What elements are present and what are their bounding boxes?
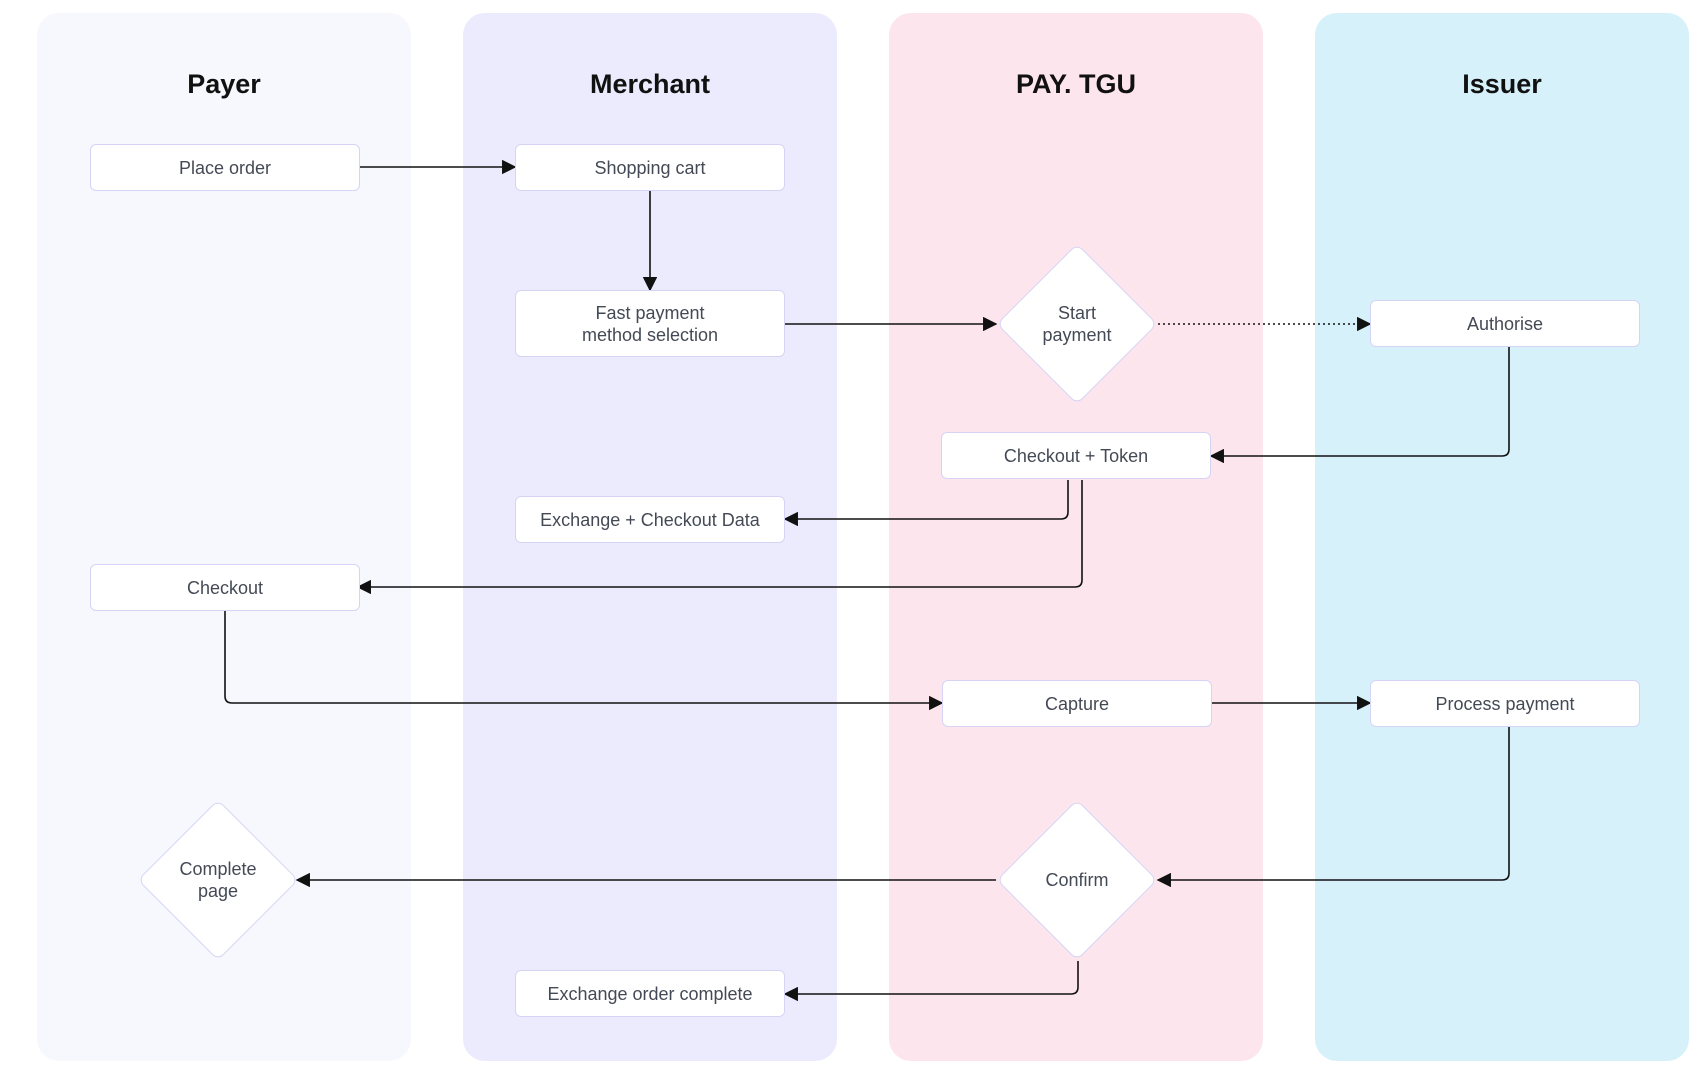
node-place-order-label: Place order (178, 157, 272, 178)
node-complete-page: Complete page (137, 799, 299, 961)
node-capture-label: Capture (1044, 693, 1110, 714)
node-shopping-cart-label: Shopping cart (594, 157, 706, 178)
lane-title-issuer: Issuer (1462, 69, 1542, 99)
node-process-payment-label: Process payment (1435, 693, 1575, 714)
node-checkout-token-label: Checkout + Token (1003, 445, 1149, 466)
lane-title-payer: Payer (187, 69, 261, 99)
node-authorise-label: Authorise (1466, 313, 1544, 334)
node-checkout-label: Checkout (186, 577, 264, 598)
edge-authorise-to-checkout-token (1209, 347, 1510, 464)
node-exchange-order-label: Exchange order complete (547, 983, 753, 1004)
edge-checkout-to-capture (224, 611, 944, 711)
node-fast-payment-method-selection: Fast payment method selection (515, 290, 785, 357)
node-shopping-cart: Shopping cart (515, 144, 785, 191)
node-capture: Capture (942, 680, 1212, 727)
node-complete-page-label: Complete page (179, 859, 257, 901)
node-confirm-label: Confirm (1045, 870, 1109, 890)
lane-issuer: Issuer (1315, 13, 1689, 1061)
node-start-payment: Start payment (996, 243, 1158, 405)
edge-checkout-token-to-exchange-checkout (783, 480, 1069, 527)
node-exchange-checkout-label: Exchange + Checkout Data (540, 509, 760, 530)
node-fast-payment-label: Fast payment method selection (581, 302, 719, 345)
node-place-order: Place order (90, 144, 360, 191)
edge-confirm-to-exchange-order (783, 961, 1079, 1002)
node-exchange-checkout-data: Exchange + Checkout Data (515, 496, 785, 543)
node-confirm: Confirm (996, 799, 1158, 961)
edge-checkout-token-to-checkout (356, 480, 1083, 595)
lane-title-merchant: Merchant (589, 69, 711, 99)
lane-title-pay-tgu: PAY. TGU (1015, 69, 1137, 99)
node-checkout: Checkout (90, 564, 360, 611)
node-checkout-token: Checkout + Token (941, 432, 1211, 479)
node-process-payment: Process payment (1370, 680, 1640, 727)
edge-process-payment-to-confirm (1156, 727, 1510, 888)
node-start-payment-label: Start payment (1042, 303, 1112, 345)
node-authorise: Authorise (1370, 300, 1640, 347)
node-exchange-order-complete: Exchange order complete (515, 970, 785, 1017)
